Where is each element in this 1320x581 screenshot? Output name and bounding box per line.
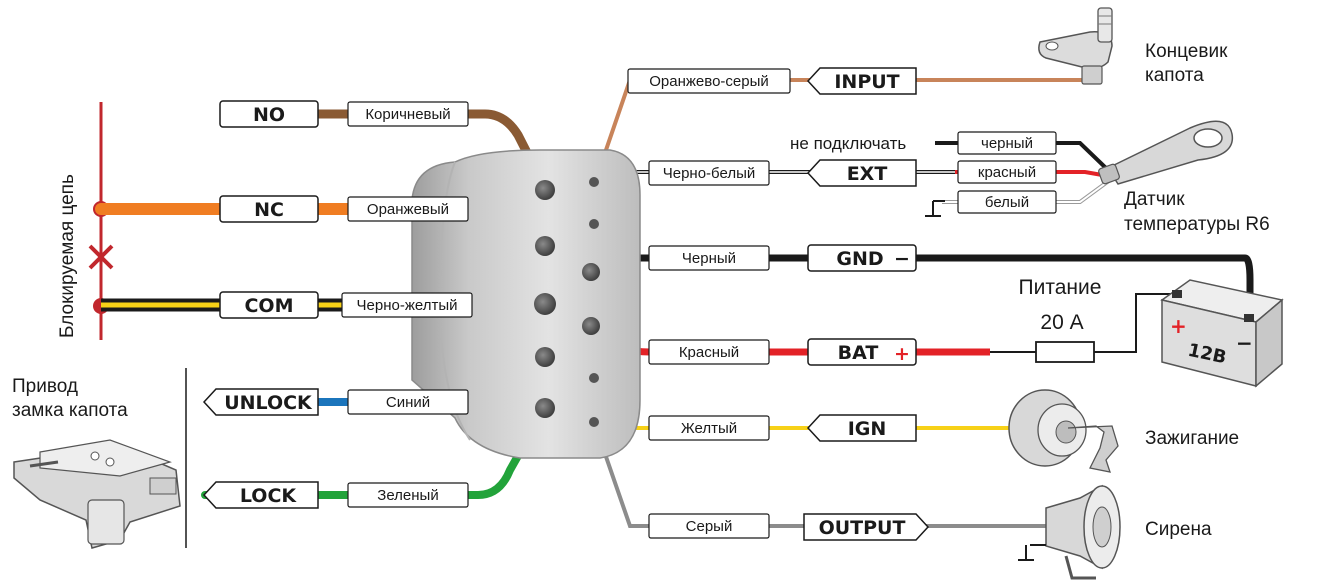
gnd-color-name: Черный <box>682 250 736 267</box>
label-input: Оранжево-серый INPUT <box>627 67 917 95</box>
wire-no <box>313 109 550 193</box>
ignition-label: Зажигание <box>1145 428 1239 449</box>
pin-gnd <box>582 263 600 281</box>
bat-tag: BAT <box>838 342 879 364</box>
label-ext: Черно-белый EXT <box>648 159 917 187</box>
sensor-wire-white-label: белый <box>985 194 1029 211</box>
label-ign: Желтый IGN <box>648 414 917 442</box>
hood-switch-label-line1: Концевик <box>1145 41 1228 62</box>
pin-com <box>534 293 556 315</box>
no-tag: NO <box>253 104 285 126</box>
label-output: Серый OUTPUT <box>648 513 930 541</box>
pin-unlock <box>535 347 555 367</box>
blocked-circuit-label: Блокируемая цепь <box>57 174 78 338</box>
fuse-icon <box>1035 341 1095 363</box>
label-no: NO Коричневый <box>219 100 469 128</box>
power-label: Питание <box>1019 276 1102 299</box>
label-com: COM Черно-желтый <box>219 291 473 319</box>
pin-input <box>589 177 599 187</box>
siren-icon <box>1045 484 1121 580</box>
bat-plus-sign: + <box>894 343 910 365</box>
ign-color-name: Желтый <box>681 420 737 437</box>
input-tag: INPUT <box>834 71 899 93</box>
output-color-name: Серый <box>686 518 733 535</box>
pin-bat <box>582 317 600 335</box>
gnd-minus-sign: − <box>894 248 910 270</box>
actuator-label-line2: замка капота <box>12 400 128 421</box>
pin-no <box>535 180 555 200</box>
hood-switch-label-line2: капота <box>1145 65 1204 86</box>
unlock-color-name: Синий <box>386 394 430 411</box>
battery-icon: + − 12В <box>1160 279 1284 388</box>
nc-color-name: Оранжевый <box>367 201 449 218</box>
pin-lock <box>535 398 555 418</box>
pin-ign <box>589 373 599 383</box>
bat-color-name: Красный <box>679 344 739 361</box>
sensor-label-line2: температуры R6 <box>1124 214 1270 235</box>
sensor-wire-black-label: черный <box>981 135 1033 152</box>
label-lock: LOCK Зеленый <box>202 481 469 509</box>
lock-tag: LOCK <box>240 485 298 507</box>
label-nc: NC Оранжевый <box>219 195 469 223</box>
ext-tag: EXT <box>847 163 888 185</box>
gnd-tag: GND <box>836 248 883 270</box>
not-connect-label: не подключать <box>790 134 906 153</box>
hood-lock-actuator-icon <box>13 439 181 549</box>
lock-color-name: Зеленый <box>377 487 438 504</box>
wire-battery-plus <box>1094 293 1175 353</box>
fuse-label: 20 А <box>1040 311 1083 334</box>
siren-label: Сирена <box>1145 519 1212 540</box>
sensor-label-line1: Датчик <box>1124 189 1185 210</box>
actuator-label-line1: Привод <box>12 376 78 397</box>
battery-minus: − <box>1236 331 1253 355</box>
ext-color-name: Черно-белый <box>663 165 755 182</box>
unlock-tag: UNLOCK <box>224 392 313 414</box>
hood-switch-icon <box>1038 7 1113 85</box>
label-gnd: Черный GND − <box>648 244 917 272</box>
sensor-wire-red-label: красный <box>978 164 1036 181</box>
no-color-name: Коричневый <box>365 106 450 123</box>
label-unlock: UNLOCK Синий <box>202 388 469 416</box>
ground-symbol-siren <box>1018 544 1046 561</box>
break-cross-icon <box>88 244 114 270</box>
ground-symbol-sensor <box>925 200 945 217</box>
ignition-switch-icon <box>1008 389 1119 473</box>
battery-plus: + <box>1170 314 1187 338</box>
temperature-sensor-icon <box>1098 120 1234 185</box>
output-tag: OUTPUT <box>819 517 906 539</box>
ign-tag: IGN <box>848 418 887 440</box>
pin-nc <box>535 236 555 256</box>
com-tag: COM <box>244 295 293 317</box>
pin-ext <box>589 219 599 229</box>
com-color-name: Черно-желтый <box>357 297 458 314</box>
label-bat: Красный BAT + <box>648 338 917 366</box>
nc-tag: NC <box>254 199 284 221</box>
wire-lock <box>201 404 549 499</box>
input-color-name: Оранжево-серый <box>649 73 769 90</box>
pin-output <box>589 417 599 427</box>
